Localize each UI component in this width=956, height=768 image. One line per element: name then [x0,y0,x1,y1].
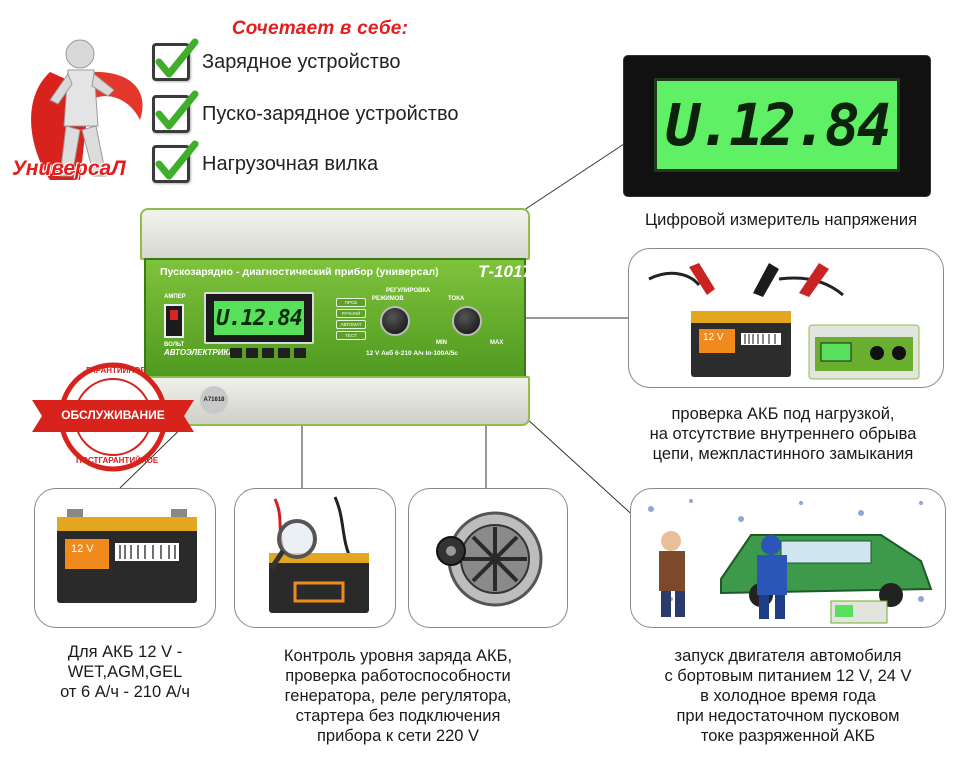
knob-label-mode: РЕЖИМОВ [372,296,404,302]
superhero-icon [31,39,143,180]
control-caption: Контроль уровня заряда АКБ, проверка раб… [248,646,548,746]
feature-label: Зарядное устройство [202,50,401,73]
battery-inspection-icon [268,496,369,613]
current-knob [452,306,482,336]
load-test-frame: 12 V [628,248,944,388]
battery-frame: 12 V [34,488,216,628]
caption-line: запуск двигателя автомобиля [674,647,902,665]
feature-item: Зарядное устройство [152,38,401,82]
device-brand: АВТОЭЛЕКТРИКА [164,348,235,357]
mode-button: РУЧНОЙ [336,309,366,318]
feature-label: Нагрузочная вилка [202,152,379,175]
caption-line: WET,AGM,GEL [67,663,183,681]
bolt-icon [294,348,306,358]
hero-figure [10,30,160,190]
device-title: Пускозарядно - диагностический прибор (у… [160,266,439,278]
caption-line: Для АКБ 12 V - [67,643,183,661]
caption-line: прибора к сети 220 V [316,727,480,745]
caption-line: проверка АКБ под нагрузкой, [671,405,895,423]
warranty-stamp: ГАРАНТИЙНОЕ ОБСЛУЖИВАНИЕ ПОСТГАРАНТИЙНОЕ [28,362,198,472]
caption-line: при недостаточном пусковом [676,707,900,725]
hero-caption: УниверсаЛ [12,157,126,180]
battery-icon [278,348,290,358]
knob-label-current: ТОКА [448,296,465,302]
load-test-caption: проверка АКБ под нагрузкой, на отсутстви… [616,404,950,464]
cold-start-caption: запуск двигателя автомобиля с бортовым п… [626,646,950,746]
checkbox-checked-icon [152,90,199,133]
device-sticker: А71618 [200,386,228,414]
battery-label: 12 V [71,543,94,555]
device-lcd: U.12.84 [204,292,314,344]
load-test-illustration [648,263,920,380]
device-bottom-cover [140,376,530,426]
mode-button: АВТОМАТ [336,320,366,329]
car-icon [246,348,258,358]
volt-label: ВОЛЬТ [164,342,185,348]
stamp-bottom-text: ПОСТГАРАНТИЙНОЕ [76,456,159,465]
alternator-frame [408,488,568,628]
battery-caption: Для АКБ 12 V - WET,AGM,GEL от 6 А/ч - 21… [14,642,236,702]
device-indicator-icons [230,348,306,358]
control-frame [234,488,396,628]
voltmeter-caption: Цифровой измеритель напряжения [644,211,918,229]
charger-device: Пускозарядно - диагностический прибор (у… [140,208,532,430]
device-top-cover [140,208,530,260]
battery-icon [57,509,197,603]
caption-line: стартера без подключения [295,707,501,725]
ammeter-label: АМПЕР [164,294,186,300]
stamp-ribbon-text: ОБСЛУЖИВАНИЕ [61,408,165,422]
warranty-seal-icon [32,362,194,472]
caption-line: в холодное время года [700,687,876,705]
alternator-icon [436,511,543,607]
caption-line: цепи, межпластинного замыкания [652,445,914,463]
mode-knob [380,306,410,336]
caption-line: с бортовым питанием 12 V, 24 V [664,667,912,685]
device-model: Т-1017 [478,262,532,281]
voltmeter-display: U.12.84 [624,56,930,196]
device-lcd-value: U.12.84 [214,301,304,335]
caption-line: генератора, реле регулятора, [284,687,512,705]
caption-line: проверка работоспособности [285,667,511,685]
lightning-icon [230,348,242,358]
load-test-battery-label: 12 V [703,332,724,343]
checkbox-checked-icon [152,140,199,183]
feature-label: Пуско-зарядное устройство [202,102,459,125]
truck-icon [262,348,274,358]
device-spec: 12 V Акб 6-210 А/ч Iп-100А/5с [366,350,458,357]
mode-button: ПРСБ [336,298,366,307]
feature-item: Пуско-зарядное устройство [152,90,459,134]
min-label: MIN [436,340,447,346]
caption-line: от 6 А/ч - 210 А/ч [60,683,190,701]
caption-line: токе разряженной АКБ [700,727,876,745]
stamp-top-text: ГАРАНТИЙНОЕ [86,366,146,375]
features-headline: Сочетает в себе: [231,18,409,39]
checkbox-checked-icon [152,38,199,81]
cold-start-illustration [648,499,933,624]
max-label: MAX [490,340,504,346]
caption-line: на отсутствие внутреннего обрыва [649,425,917,443]
voltmeter-value: U.12.84 [654,78,900,172]
cold-start-frame [630,488,946,628]
mode-button: ТЕСТ [336,331,366,340]
regulation-label: РЕГУЛИРОВКА [386,288,431,294]
power-switch [164,304,184,338]
caption-line: Контроль уровня заряда АКБ, [283,647,513,665]
feature-item: Нагрузочная вилка [152,140,379,184]
mode-buttons: ПРСБ РУЧНОЙ АВТОМАТ ТЕСТ [336,298,366,340]
